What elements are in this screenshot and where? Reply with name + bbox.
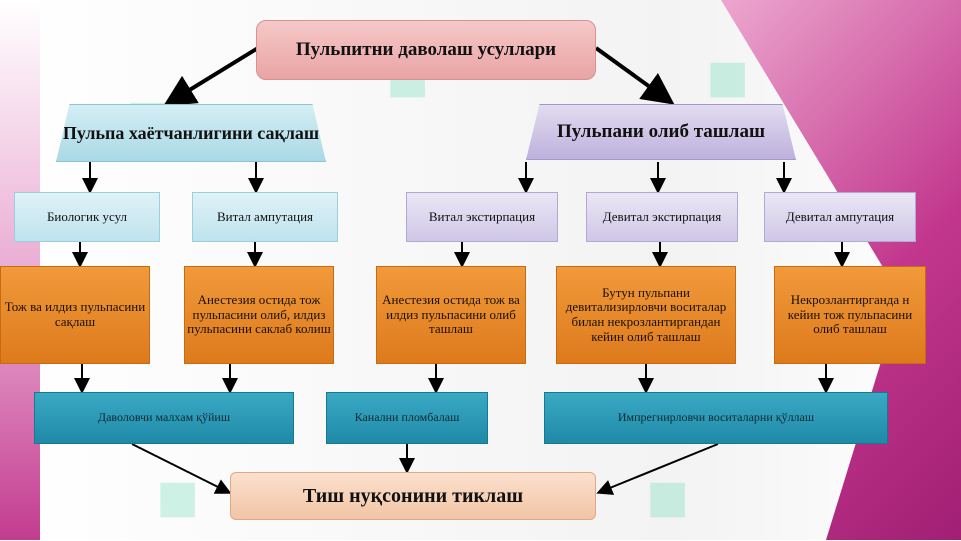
description-vital-amputation: Анестезия остида тож пульпасини олиб, ил… bbox=[184, 266, 334, 364]
description-vital-extirpation: Анестезия остида тож ва илдиз пульпасини… bbox=[376, 266, 526, 364]
treatment-canal-filling: Канални пломбалаш bbox=[326, 392, 488, 444]
arrow-treat3-to-final bbox=[596, 443, 719, 495]
diagram-title: Пульпитни даволаш усуллари bbox=[256, 20, 596, 80]
description-biological: Тож ва илдиз пульпасини сақлаш bbox=[0, 266, 150, 364]
method-devital-extirpation: Девитал экстирпация bbox=[586, 192, 738, 242]
final-tooth-restoration: Тиш нуқсонини тиклаш bbox=[230, 472, 596, 520]
description-devital-amputation: Некрозлантирганда н кейин тож пульпасини… bbox=[774, 266, 926, 364]
arrow-treat1-to-final bbox=[131, 443, 232, 494]
arrow-title-to-left bbox=[163, 46, 260, 107]
method-vital-extirpation: Витал экстирпация bbox=[406, 192, 558, 242]
method-biological: Биологик усул bbox=[14, 192, 160, 242]
branch-remove-pulp: Пульпани олиб ташлаш bbox=[526, 104, 796, 160]
method-devital-amputation: Девитал ампутация bbox=[764, 192, 916, 242]
treatment-healing-paste: Даволовчи малхам қўйиш bbox=[34, 392, 294, 444]
branch-preserve-pulp: Пульпа хаётчанлигини сақлаш bbox=[56, 104, 326, 162]
method-vital-amputation: Витал ампутация bbox=[192, 192, 338, 242]
arrow-title-to-right bbox=[594, 46, 675, 105]
description-devital-extirpation: Бутун пульпани девитализирловчи воситала… bbox=[556, 266, 736, 364]
treatment-impregnating-agents: Импрегнирловчи воситаларни қўллаш bbox=[544, 392, 888, 444]
